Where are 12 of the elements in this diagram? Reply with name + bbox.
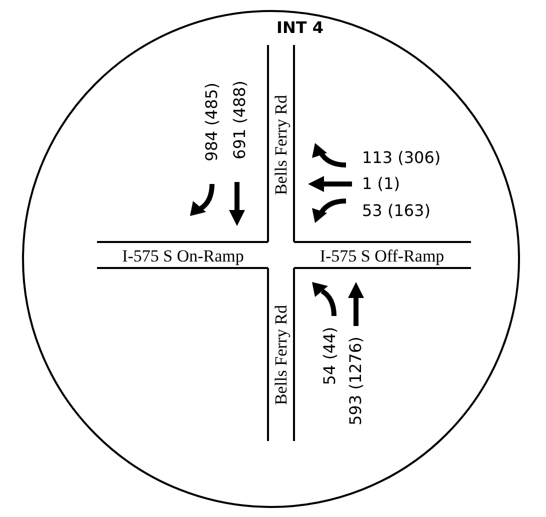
road-name: Bells Ferry Rd [272,94,290,196]
volume-label: 54 (44) [322,326,338,386]
road-name: I-575 S Off-Ramp [320,248,444,264]
volume-label: 593 (1276) [348,336,364,426]
volume-label: 53 (163) [362,203,430,219]
intersection-title: INT 4 [276,20,324,36]
road-name: Bells Ferry Rd [272,304,290,406]
volume-label: 1 (1) [362,176,400,192]
road-name: I-575 S On-Ramp [122,248,244,264]
volume-label: 113 (306) [362,150,441,166]
volume-label: 691 (488) [232,80,248,160]
volume-label: 984 (485) [204,82,220,162]
